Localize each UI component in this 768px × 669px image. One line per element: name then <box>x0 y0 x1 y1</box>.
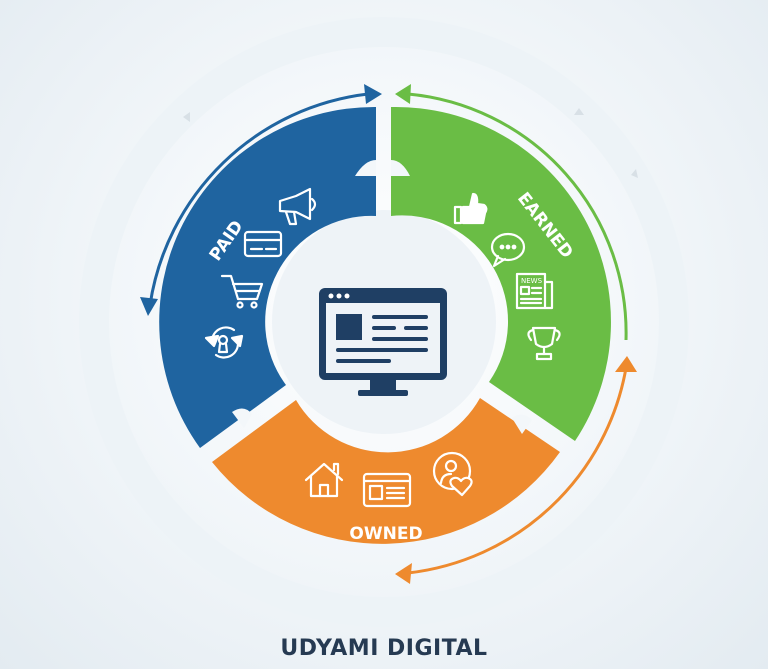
monitor-webpage-icon <box>319 288 447 396</box>
arrow-earned <box>407 92 628 341</box>
megaphone-icon <box>278 187 317 226</box>
arrow-owned <box>407 367 628 575</box>
arrow-head-icon <box>615 356 637 372</box>
segment-notch <box>232 408 252 428</box>
cycle-refresh-icon <box>204 326 244 359</box>
shopping-cart-icon <box>220 274 264 309</box>
news-text: NEWS <box>521 277 543 285</box>
halo-ring <box>79 17 689 627</box>
decor-triangle <box>574 108 584 115</box>
decor-triangle <box>183 112 190 122</box>
segment-notch <box>391 160 410 176</box>
newspaper-icon <box>515 272 554 310</box>
arrow-head-icon <box>140 297 158 316</box>
thumbs-up-icon <box>453 192 488 225</box>
arrow-paid <box>148 92 369 306</box>
arrow-head-icon <box>364 84 382 104</box>
segment-label-owned: OWNED <box>349 524 422 544</box>
arrow-head-icon <box>395 563 412 584</box>
trophy-icon <box>527 326 561 361</box>
user-heart-icon <box>432 451 473 497</box>
segment-paid[interactable] <box>159 106 376 449</box>
home-icon <box>304 462 344 498</box>
arrow-head-icon <box>395 84 411 104</box>
segment-owned[interactable] <box>212 398 560 544</box>
segment-earned[interactable] <box>391 106 611 442</box>
brand-title: UDYAMI DIGITAL <box>280 636 488 661</box>
credit-card-icon <box>243 230 283 258</box>
decor-triangle <box>631 169 638 178</box>
segment-notch <box>355 160 376 176</box>
segment-notch <box>512 414 532 434</box>
website-icon <box>362 472 412 508</box>
chat-bubble-icon <box>490 232 526 268</box>
